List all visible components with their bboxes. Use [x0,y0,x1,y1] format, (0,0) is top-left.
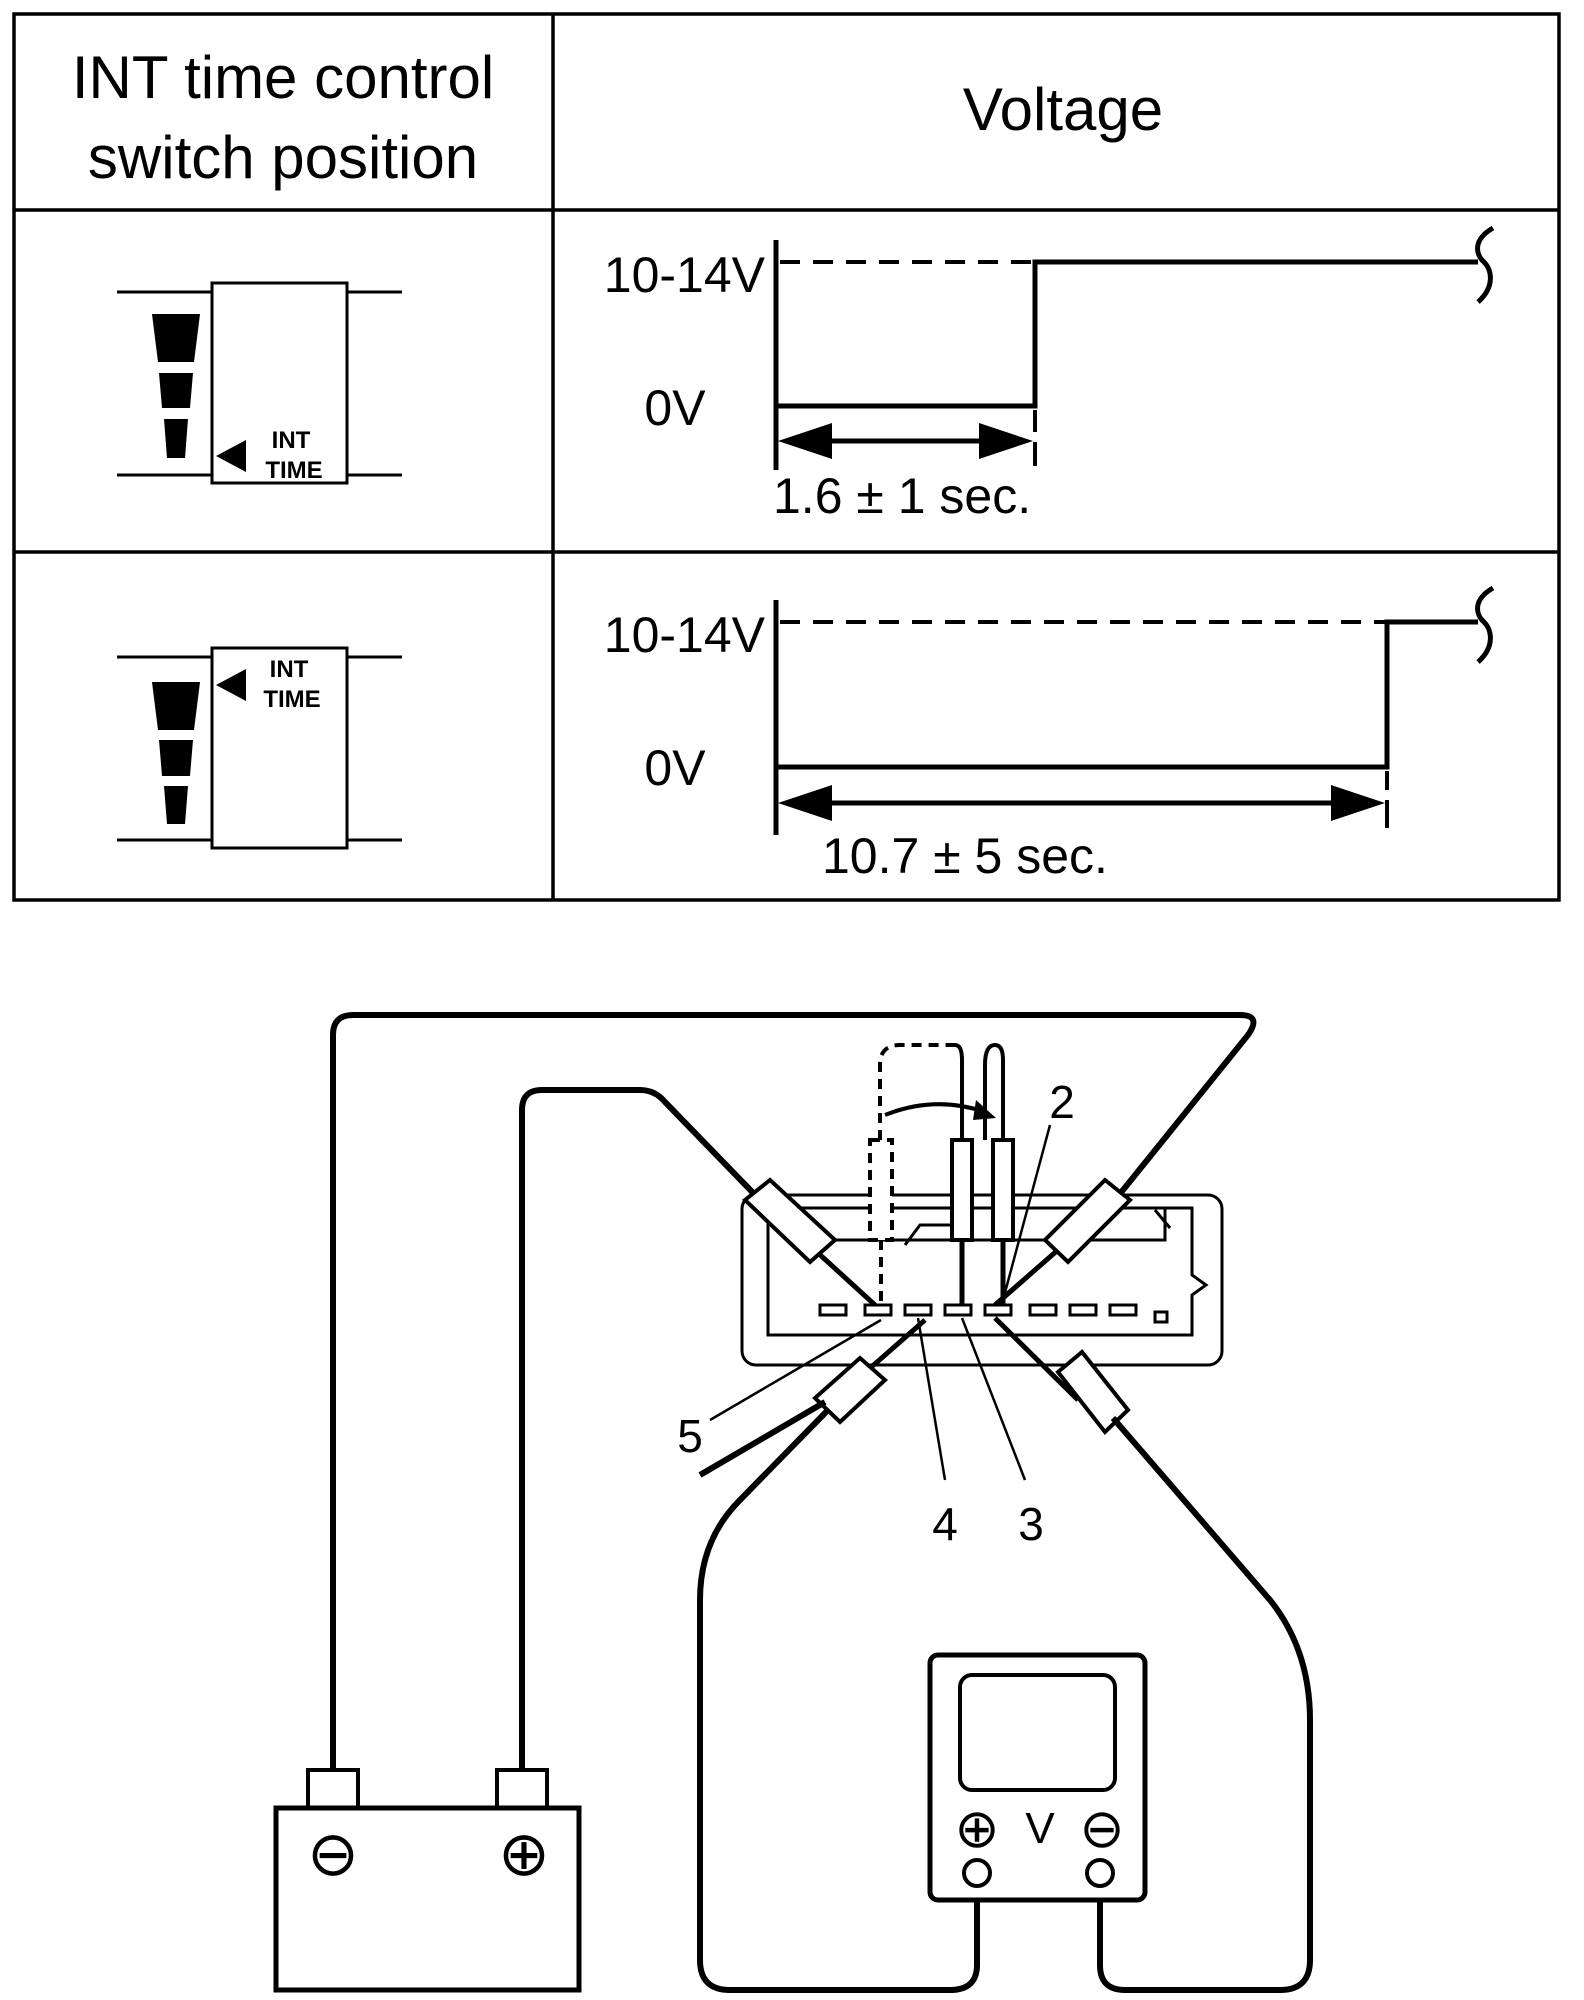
arrowhead-left-icon [778,423,832,459]
high-level-label: 10-14V [604,607,766,663]
continuation-break-icon [1475,585,1495,664]
table-frame [12,12,1561,902]
battery-terminal-negative [306,1768,360,1810]
switch-position-diagram-short: INT TIME [117,281,402,485]
connector-pin [983,1303,1013,1317]
test-probe [812,1318,927,1425]
connector-pin [943,1303,973,1317]
switch-label-int: INT [272,427,311,454]
arrowhead-right-icon [979,423,1033,459]
header-voltage: Voltage [963,76,1163,143]
battery: ⊖ ⊕ [273,1768,582,1993]
speed-bar-icon [152,314,200,362]
connector-pin [818,1303,848,1317]
switch-label-time: TIME [265,457,322,484]
wire-meter-positive [697,1407,980,1993]
continuation-break-icon [1475,225,1495,304]
voltmeter-display [958,1673,1117,1792]
test-probe [993,1177,1133,1307]
jumper-wire [868,1042,1015,1305]
battery-body [273,1805,582,1993]
wire-negative [330,1012,1257,1770]
connector-pin [1153,1310,1169,1324]
arrowhead-right-icon [1331,785,1385,821]
wiring-diagram: 2 3 4 5 ⊖ ⊕ ⊕ V ⊖ [273,1012,1313,1993]
pointer-triangle-icon [216,440,246,472]
meter-positive-symbol: ⊕ [954,1799,999,1859]
move-arrow [884,1102,986,1117]
wire-meter-negative [1097,1416,1313,1993]
meter-jack-positive [962,1858,992,1888]
switch-body [210,646,349,850]
header-switch-line1: INT time control [72,44,494,111]
low-level-label: 0V [644,380,706,436]
battery-positive-symbol: ⊕ [498,1820,550,1889]
speed-bar-icon [152,682,200,730]
switch-position-diagram-long: INT TIME [117,646,402,850]
duration-label: 1.6 ± 1 sec. [773,468,1031,524]
jumper-plug [950,1138,974,1242]
duration-label: 10.7 ± 5 sec. [822,828,1108,884]
connector-pin [1108,1303,1138,1317]
speed-bar-icon [164,419,188,458]
signal-trace [776,259,1478,409]
signal-trace [776,619,1478,770]
low-level-label: 0V [644,740,706,796]
meter-label: V [1025,1804,1055,1853]
meter-negative-symbol: ⊖ [1079,1799,1124,1859]
speed-bar-icon [159,373,193,408]
switch-label-int: INT [270,656,309,683]
terminal-label-3: 3 [1018,1498,1044,1550]
connector-pin [1068,1303,1098,1317]
arrowhead-left-icon [778,785,832,821]
connector-pin [903,1303,933,1317]
jumper-plug [991,1138,1015,1242]
arrowhead-icon [973,1100,996,1120]
high-level-label: 10-14V [604,247,766,303]
waveform-short: 10-14V 0V 1.6 ± 1 sec. [604,225,1495,524]
switch-label-time: TIME [263,686,320,713]
voltmeter: ⊕ V ⊖ [927,1652,1148,1903]
test-probe [993,1316,1131,1435]
test-probe [741,1177,877,1307]
battery-terminal-positive [495,1768,549,1810]
connector-pin [863,1303,893,1317]
connector-pin [1028,1303,1058,1317]
waveform-long: 10-14V 0V 10.7 ± 5 sec. [604,585,1495,884]
terminal-label-4: 4 [932,1498,958,1550]
jumper-plug-old [868,1138,894,1242]
meter-jack-negative [1085,1858,1115,1888]
terminal-label-5: 5 [677,1410,703,1462]
terminal-label-2: 2 [1049,1076,1075,1128]
speed-bar-icon [159,740,193,776]
header-switch-line2: switch position [88,124,478,191]
speed-bar-icon [164,786,188,824]
wire-positive [519,1087,763,1770]
battery-negative-symbol: ⊖ [307,1820,359,1889]
voltage-table: INT time control switch position Voltage… [12,12,1561,902]
pointer-triangle-icon [216,669,246,701]
